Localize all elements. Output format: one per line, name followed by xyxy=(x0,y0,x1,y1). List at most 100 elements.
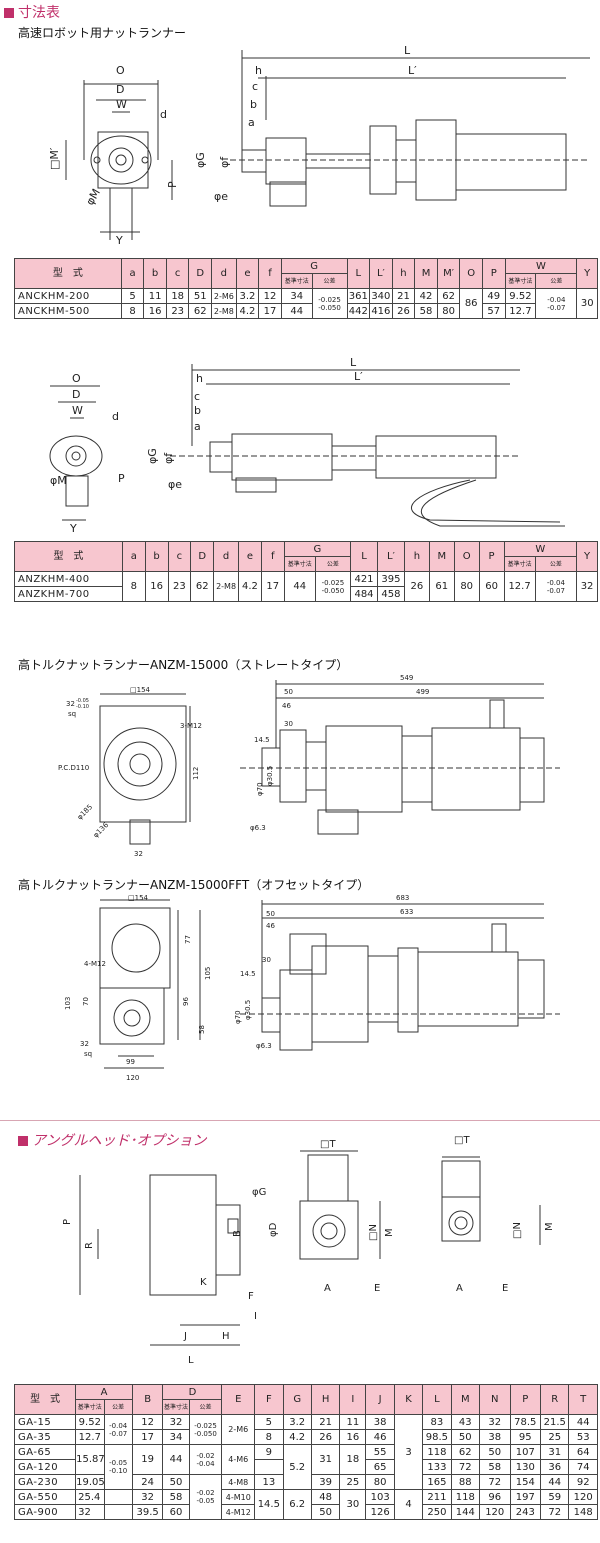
t1-r1-h: 26 xyxy=(391,303,416,319)
t3-r6-J: 126 xyxy=(365,1504,395,1520)
t1-r1-M: 58 xyxy=(414,303,438,319)
t2-r0-L2: 395 xyxy=(376,571,405,587)
t2-h-e: e xyxy=(238,541,262,572)
t3-h-J: J xyxy=(365,1384,395,1415)
t3-r6-P: 243 xyxy=(509,1504,542,1520)
section-divider xyxy=(0,1120,600,1121)
t1-r0-a: 5 xyxy=(120,288,145,304)
t1-r0-wstd: 9.52 xyxy=(504,288,537,304)
d2-label-f: φf xyxy=(162,452,175,464)
t2-h-f: f xyxy=(260,541,285,572)
t3-r1-I: 16 xyxy=(339,1429,367,1445)
t3-h-D: D xyxy=(162,1384,223,1400)
t3-dtol2-2: -0.04 xyxy=(196,1459,215,1468)
dim3-sq154: □154 xyxy=(128,894,149,902)
dim3-d58: 58 xyxy=(198,1025,206,1034)
dim-d305: φ30.5 xyxy=(266,766,274,786)
t3-atol2: -0.05-0.10 xyxy=(103,1444,133,1490)
t1-r0-M2: 62 xyxy=(436,288,461,304)
t3-h-model: 型 式 xyxy=(13,1384,77,1415)
t3-r4-T: 92 xyxy=(568,1474,598,1490)
t2-h-model: 型 式 xyxy=(14,541,123,572)
t3-r4-L: 165 xyxy=(422,1474,452,1490)
t3-r0-R: 21.5 xyxy=(540,1414,570,1430)
t2-r0-L: 421 xyxy=(350,571,378,587)
t2-h-O: O xyxy=(453,541,480,572)
t1-r1-d: 2-M8 xyxy=(211,303,237,319)
t3-r3-P: 130 xyxy=(509,1459,542,1475)
t3-h-A: A xyxy=(75,1384,133,1400)
t2-gtol2: -0.050 xyxy=(321,586,345,595)
t3-dtol2: -0.02-0.04 xyxy=(188,1444,223,1475)
t2-g-std: 基準寸法 xyxy=(287,560,312,568)
title-square-icon xyxy=(4,8,14,18)
dim3-d305: φ30.5 xyxy=(244,1000,252,1020)
t1-Y: 30 xyxy=(576,288,598,319)
d2-label-L: L xyxy=(350,356,357,369)
t1-r1-L2: 416 xyxy=(369,303,393,319)
label-M2: □M′ xyxy=(48,147,61,170)
t3-r4-N: 72 xyxy=(478,1474,511,1490)
t2-h-d: d xyxy=(213,541,240,572)
ah-label-K: K xyxy=(200,1277,207,1288)
t2-w-tol-cell: -0.04-0.07 xyxy=(534,571,578,602)
spec-table-2: 型 式 a b c D d e f G L L′ h M O P W Y 基準寸… xyxy=(14,541,598,602)
t3-r3-M: 72 xyxy=(450,1459,480,1475)
table-row: GA-65 15.87 -0.05-0.10 19 44 -0.02-0.04 … xyxy=(13,1444,598,1490)
t3-r0-L: 83 xyxy=(422,1414,452,1430)
t3-r1-L: 98.5 xyxy=(422,1429,452,1445)
t3-r1-P: 95 xyxy=(509,1429,542,1445)
t3-r5-model: GA-550 xyxy=(13,1489,77,1505)
t1-w-tol-cell: -0.04-0.07 xyxy=(535,288,578,319)
t3-r4-A: 19.05 xyxy=(75,1474,105,1490)
t3-r6-A: 32 xyxy=(75,1504,105,1520)
diagram-anzm-offset: □154 4-M12 77 105 103 70 96 58 32 sq 99 … xyxy=(64,894,560,1082)
t1-h-a: a xyxy=(120,258,145,289)
t3-r1-H: 26 xyxy=(310,1429,341,1445)
t2-gtol1: -0.025 xyxy=(321,578,345,587)
t3-d-merge: 44 xyxy=(162,1444,190,1475)
dim-d136: φ136 xyxy=(92,821,111,840)
label-a: a xyxy=(248,116,255,129)
t3-i-merge: 18 xyxy=(339,1444,367,1475)
t3-a-std: 基準寸法 xyxy=(77,1403,102,1411)
d2-label-D: D xyxy=(72,388,80,401)
dim3-sq: sq xyxy=(84,1050,92,1058)
t3-r4-E: 4-M8 xyxy=(221,1474,256,1490)
d2-label-P: P xyxy=(118,472,125,485)
t1-h-h: h xyxy=(391,258,416,289)
diagram-anzm-straight: □154 32 -0.05 -0.10 sq 3-M12 P.C.D110 φ1… xyxy=(58,674,560,858)
label-G: φG xyxy=(194,152,207,168)
t3-e-merge1: 2-M6 xyxy=(221,1414,256,1445)
t2-g-tol: 公差 xyxy=(326,560,339,568)
dim-sq154: □154 xyxy=(130,686,151,694)
section4-title-text: アングルヘッド･オプション xyxy=(32,1133,207,1149)
t2-O: 80 xyxy=(453,571,480,602)
t3-r5-R: 59 xyxy=(540,1489,570,1505)
t3-r1-model: GA-35 xyxy=(13,1429,77,1445)
ah-label-A: A xyxy=(324,1283,331,1294)
t3-h-R: R xyxy=(540,1384,570,1415)
t1-h-model: 型 式 xyxy=(14,258,122,289)
dim3-d145: 14.5 xyxy=(240,970,256,978)
t2-r0-model: ANZKHM-400 xyxy=(14,571,123,587)
t1-g-std: 基準寸法 xyxy=(284,277,309,285)
t3-r2-model: GA-65 xyxy=(13,1444,77,1460)
t3-r5-E: 4-M10 xyxy=(221,1489,256,1505)
t2-d: 2-M8 xyxy=(213,571,240,602)
dim-d30: 30 xyxy=(284,720,293,728)
d2-label-L2: L′ xyxy=(354,370,363,383)
t3-r4-B: 24 xyxy=(131,1474,164,1490)
t3-dtol3-1: -0.02 xyxy=(196,1489,215,1497)
t3-r2-N: 50 xyxy=(478,1444,511,1460)
t3-r3-L: 133 xyxy=(422,1459,452,1475)
t3-atol1-2: -0.07 xyxy=(109,1429,128,1438)
t1-r0-model: ANCKHM-200 xyxy=(14,288,122,304)
t3-g-merge: 5.2 xyxy=(282,1444,312,1490)
t3-h-T: T xyxy=(568,1384,598,1415)
ah-label-M: M xyxy=(384,1228,395,1237)
t3-d-std: 基準寸法 xyxy=(164,1403,189,1411)
label-D: D xyxy=(116,83,124,96)
ah-label-N: □N xyxy=(368,1224,379,1241)
t3-r5-Atol xyxy=(103,1489,133,1505)
